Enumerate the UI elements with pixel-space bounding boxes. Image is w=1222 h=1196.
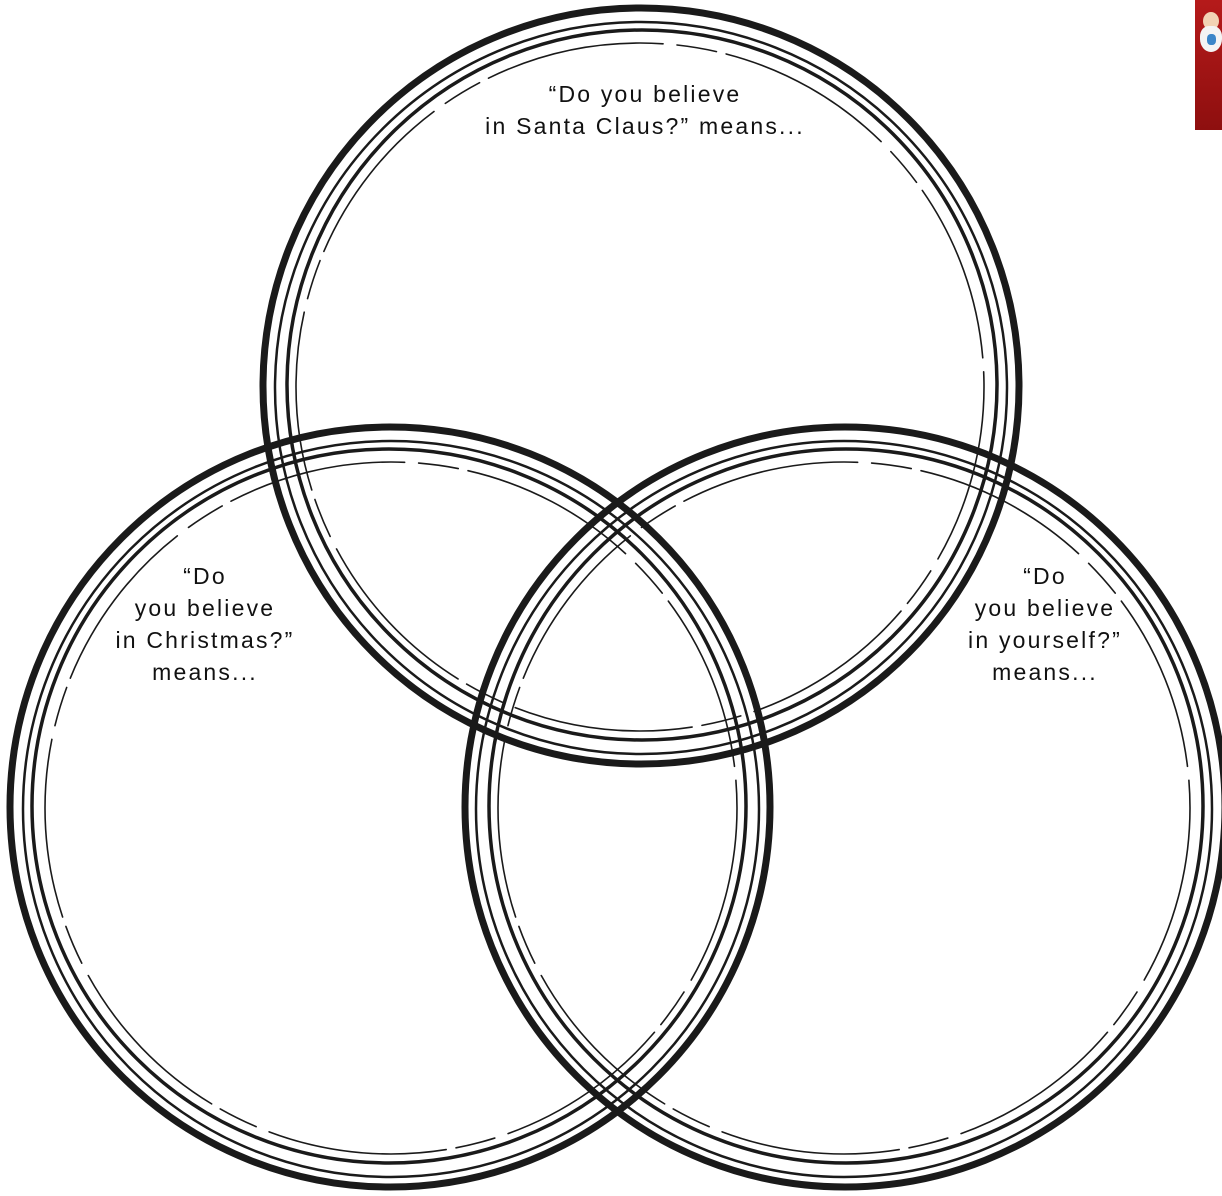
label-line: in Santa Claus?” means... bbox=[420, 110, 870, 142]
label-line: in yourself?” bbox=[930, 624, 1160, 656]
santa-mitten bbox=[1207, 34, 1216, 45]
circle-label-santa: “Do you believe in Santa Claus?” means..… bbox=[420, 78, 870, 142]
label-line: “Do bbox=[90, 560, 320, 592]
label-line: in Christmas?” bbox=[90, 624, 320, 656]
circle-yourself bbox=[465, 427, 1222, 1187]
label-line: means... bbox=[930, 656, 1160, 688]
label-line: you believe bbox=[90, 592, 320, 624]
label-line: “Do bbox=[930, 560, 1160, 592]
label-line: “Do you believe bbox=[420, 78, 870, 110]
label-line: means... bbox=[90, 656, 320, 688]
circle-label-yourself: “Do you believe in yourself?” means... bbox=[930, 560, 1160, 688]
circle-label-christmas: “Do you believe in Christmas?” means... bbox=[90, 560, 320, 688]
circle-christmas bbox=[10, 427, 770, 1187]
santa-figurine-icon bbox=[1195, 0, 1222, 130]
label-line: you believe bbox=[930, 592, 1160, 624]
